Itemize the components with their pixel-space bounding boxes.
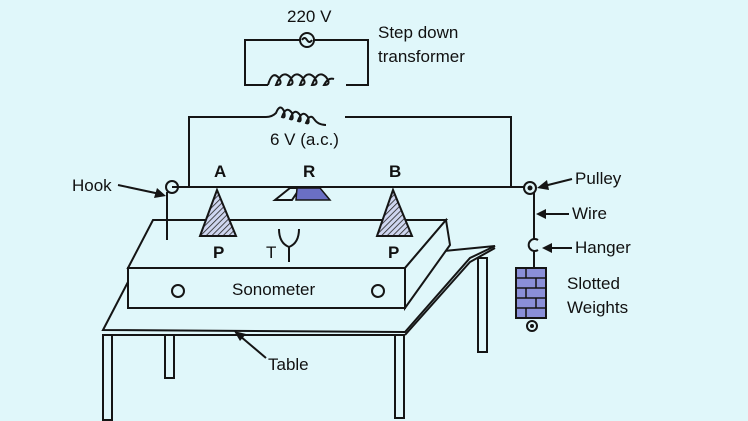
bridge-p-left-label: P (213, 243, 224, 262)
secondary-coil (265, 106, 327, 126)
bridge-b (375, 187, 414, 237)
table-leg (102, 334, 113, 421)
table-leg (394, 334, 405, 419)
hook-label: Hook (72, 176, 112, 195)
rider-label: R (303, 162, 315, 181)
weights-label-1: Slotted (567, 274, 620, 293)
tuning-fork-icon (278, 228, 300, 262)
weights-label-2: Weights (567, 298, 628, 317)
rider (272, 187, 332, 201)
table-leg (164, 334, 175, 379)
wire-label: Wire (572, 204, 607, 223)
hook-icon (165, 180, 179, 194)
primary-circuit (244, 32, 369, 87)
hole-icon (371, 284, 385, 298)
hanger-label: Hanger (575, 238, 631, 257)
transformer-label-1: Step down (378, 23, 458, 42)
hook-arrow (117, 184, 161, 195)
bridge-a (198, 187, 238, 237)
transformer-label-2: transformer (378, 47, 465, 66)
source-voltage-label: 220 V (287, 7, 332, 26)
table-leg (477, 257, 488, 353)
table-label: Table (268, 355, 309, 374)
secondary-circuit (188, 106, 512, 187)
hanger-icon (527, 238, 539, 268)
slotted-weights-icon (515, 267, 547, 332)
tuning-fork-label: T (266, 243, 276, 262)
pulley-label: Pulley (575, 169, 622, 188)
secondary-voltage-label: 6 V (a.c.) (270, 130, 339, 149)
bridge-a-label: A (214, 162, 226, 181)
hole-icon (171, 284, 185, 298)
bridge-b-label: B (389, 162, 401, 181)
primary-coil (267, 73, 335, 87)
bridge-p-right-label: P (388, 243, 399, 262)
sonometer-label: Sonometer (232, 280, 315, 299)
